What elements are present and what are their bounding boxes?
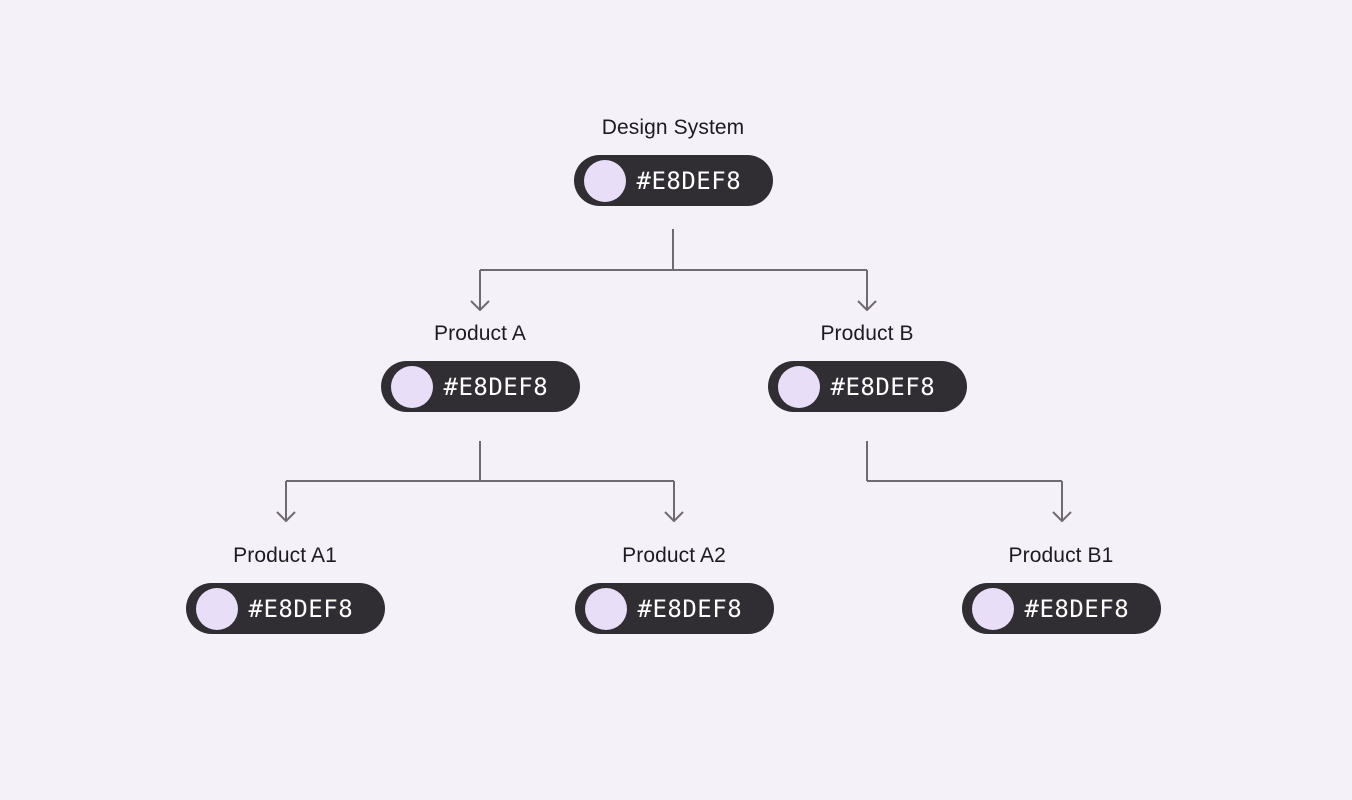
node-product-a2: Product A2 #E8DEF8 — [544, 542, 804, 634]
node-title: Product A1 — [233, 544, 337, 567]
color-hex-label: #E8DEF8 — [637, 594, 743, 623]
node-title: Design System — [601, 116, 745, 139]
color-token-chip[interactable]: #E8DEF8 — [380, 361, 580, 412]
color-token-chip[interactable]: #E8DEF8 — [574, 583, 774, 634]
node-title: Product B1 — [1008, 544, 1114, 567]
color-token-chip[interactable]: #E8DEF8 — [961, 583, 1161, 634]
color-swatch — [971, 587, 1014, 630]
color-token-chip[interactable]: #E8DEF8 — [185, 583, 385, 634]
node-design-system: Design System #E8DEF8 — [543, 114, 803, 206]
edge-product-a-children — [276, 441, 684, 522]
edge-product-b-children — [866, 441, 1072, 522]
node-product-b1: Product B1 #E8DEF8 — [931, 542, 1191, 634]
color-swatch — [195, 587, 238, 630]
node-product-a: Product A #E8DEF8 — [350, 320, 610, 412]
arrowhead-product-b1 — [1052, 511, 1072, 522]
node-product-b: Product B #E8DEF8 — [737, 320, 997, 412]
node-title: Product A2 — [622, 544, 726, 567]
color-hex-label: #E8DEF8 — [443, 372, 549, 401]
color-swatch — [584, 587, 627, 630]
color-token-chip[interactable]: #E8DEF8 — [767, 361, 967, 412]
color-hex-label: #E8DEF8 — [636, 166, 742, 195]
arrowhead-product-b — [857, 300, 877, 311]
color-swatch — [390, 365, 433, 408]
arrowhead-product-a2 — [664, 511, 684, 522]
edge-design-system-children — [470, 229, 877, 311]
node-title: Product A — [434, 322, 526, 345]
color-hex-label: #E8DEF8 — [1024, 594, 1130, 623]
color-swatch — [777, 365, 820, 408]
color-swatch — [583, 159, 626, 202]
color-hex-label: #E8DEF8 — [830, 372, 936, 401]
arrowhead-product-a1 — [276, 511, 296, 522]
node-title: Product B — [820, 322, 914, 345]
color-token-chip[interactable]: #E8DEF8 — [573, 155, 773, 206]
color-hex-label: #E8DEF8 — [248, 594, 354, 623]
node-product-a1: Product A1 #E8DEF8 — [155, 542, 415, 634]
arrowhead-product-a — [470, 300, 490, 311]
